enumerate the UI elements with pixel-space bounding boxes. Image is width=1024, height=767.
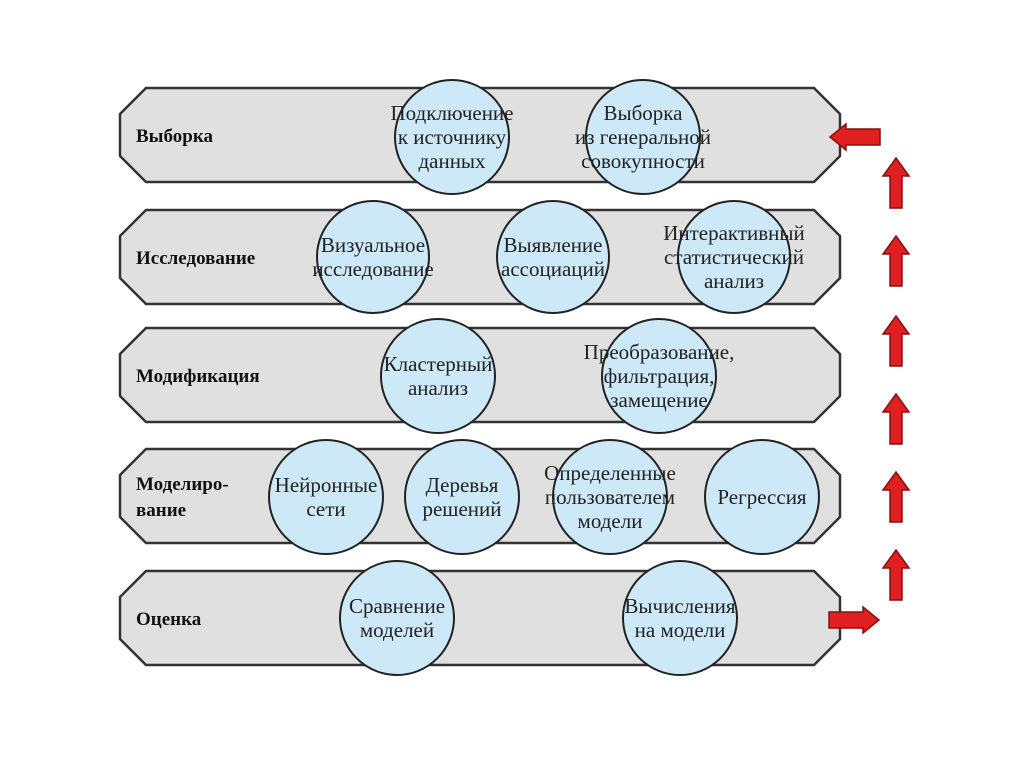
activity-text-line: моделей: [360, 618, 434, 642]
activity-text-line: Сравнение: [349, 594, 445, 618]
activity-circle-association-discovery: [496, 200, 610, 314]
activity-text-regression: Регрессия: [717, 485, 807, 509]
output-arrow-right: [828, 605, 881, 635]
loop-arrow-up: [881, 314, 911, 367]
stage-label-modification: Модификация: [136, 366, 260, 387]
activity-text-line: Выявление: [503, 233, 602, 257]
activity-text-line: Деревья: [426, 473, 499, 497]
activity-text-line: решений: [422, 497, 501, 521]
stage-label-line: Выборка: [136, 126, 213, 147]
activity-text-line: ассоциаций: [501, 257, 605, 281]
activity-text-line: Подключение: [391, 101, 514, 125]
activity-text-line: исследование: [312, 257, 433, 281]
activity-circle-neural-networks: [268, 439, 384, 555]
stage-label-assessment: Оценка: [136, 609, 202, 630]
stage-label-modeling: Моделиро-вание: [136, 474, 229, 521]
activity-circle-regression: [704, 439, 820, 555]
activity-text-line: сети: [306, 497, 345, 521]
loop-arrow-up: [881, 156, 911, 209]
activity-circle-model-scoring: [622, 560, 738, 676]
loop-arrow-up: [881, 470, 911, 523]
activity-text-line: Выборка: [603, 101, 683, 125]
activity-text-line: Кластерный: [384, 352, 493, 376]
stage-label-line: вание: [136, 500, 186, 521]
stage-label-exploration: Исследование: [136, 248, 255, 269]
activity-text-line: анализ: [408, 376, 468, 400]
loop-arrow-up: [881, 392, 911, 445]
activity-text-line: к источнику: [398, 125, 507, 149]
stage-label-line: Оценка: [136, 609, 202, 630]
activity-text-line: Интерактивный: [663, 221, 805, 245]
stage-label-line: Модификация: [136, 366, 260, 387]
activity-circle-model-comparison: [339, 560, 455, 676]
activity-text-line: замещение: [610, 388, 708, 412]
activity-text-line: модели: [578, 509, 643, 533]
activity-text-line: на модели: [635, 618, 726, 642]
activity-text-line: Определенные: [544, 461, 676, 485]
stage-label-sampling: Выборка: [136, 126, 213, 147]
activity-circle-visual-exploration: [316, 200, 430, 314]
activity-circle-sample-population: [585, 79, 701, 195]
activity-circle-connect-source: [394, 79, 510, 195]
stage-band-exploration: [118, 208, 842, 306]
loop-arrow-up: [881, 548, 911, 601]
activity-circle-decision-trees: [404, 439, 520, 555]
activity-text-line: Нейронные: [275, 473, 378, 497]
activity-text-line: Преобразование,: [584, 340, 735, 364]
loop-arrow-up: [881, 234, 911, 287]
activity-text-line: данных: [418, 149, 486, 173]
activity-text-line: фильтрация,: [604, 364, 715, 388]
activity-text-transformation: Преобразование,фильтрация,замещение: [584, 340, 735, 412]
stage-label-line: Моделиро-: [136, 474, 229, 495]
activity-text-line: Визуальное: [321, 233, 425, 257]
feedback-arrow-left: [828, 122, 881, 152]
activity-text-line: статистический: [664, 245, 804, 269]
activity-text-line: анализ: [704, 269, 764, 293]
activity-text-line: пользователем: [545, 485, 675, 509]
activity-circle-user-defined-models: [552, 439, 668, 555]
activity-text-line: совокупности: [581, 149, 705, 173]
activity-text-line: Регрессия: [717, 485, 807, 509]
activity-circle-interactive-statistical-analysis: [677, 200, 791, 314]
activity-circle-cluster-analysis: [380, 318, 496, 434]
stage-label-line: Исследование: [136, 248, 255, 269]
activity-text-line: из генеральной: [575, 125, 711, 149]
activity-circle-transformation: [601, 318, 717, 434]
activity-text-line: Вычисления: [624, 594, 736, 618]
